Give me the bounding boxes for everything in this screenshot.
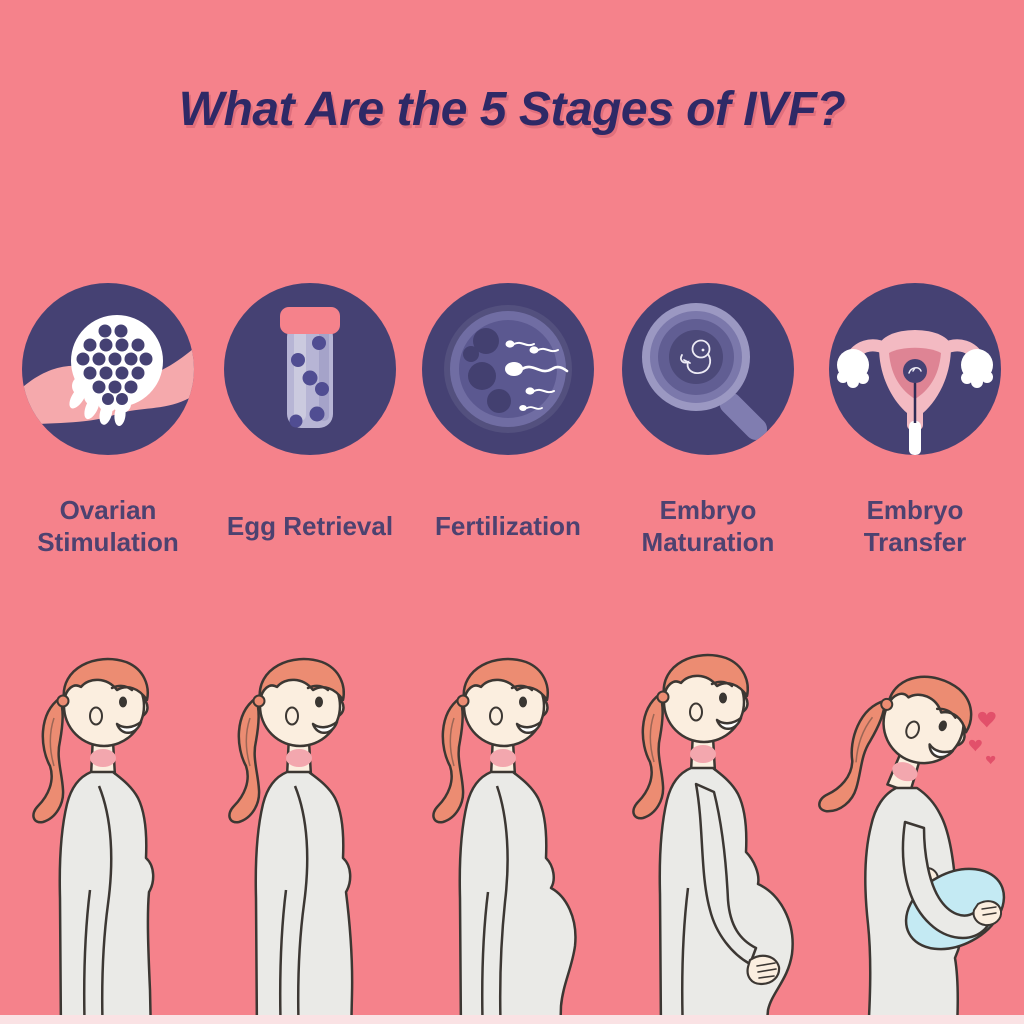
stage-embryo-transfer: Embryo Transfer bbox=[815, 283, 1015, 561]
pregnancy-figure-4 bbox=[600, 642, 810, 1024]
pregnancy-figure-2 bbox=[196, 646, 406, 1024]
hearts-decoration bbox=[969, 711, 996, 765]
mother-with-baby-figure bbox=[806, 660, 1016, 1024]
stage-embryo-maturation: Embryo Maturation bbox=[608, 283, 808, 561]
stage-label: Fertilization bbox=[435, 511, 581, 541]
bottom-strip bbox=[0, 1015, 1024, 1024]
stage-fertilization: Fertilization bbox=[408, 283, 608, 561]
stage-egg-retrieval: Egg Retrieval bbox=[210, 283, 410, 561]
ovarian-stimulation-icon bbox=[22, 283, 194, 455]
test-tube-icon bbox=[224, 283, 396, 455]
petri-dish-sperm-icon bbox=[422, 283, 594, 455]
magnifier-embryo-icon bbox=[622, 283, 794, 455]
stage-label: Ovarian Stimulation bbox=[37, 495, 179, 557]
page-title: What Are the 5 Stages of IVF? bbox=[178, 83, 846, 136]
stage-label: Embryo Maturation bbox=[641, 495, 775, 557]
pregnancy-figure-1 bbox=[0, 646, 210, 1024]
stage-label: Egg Retrieval bbox=[226, 511, 394, 541]
uterus-transfer-icon bbox=[829, 283, 1001, 455]
pregnancy-figure-3 bbox=[400, 646, 610, 1024]
stage-label: Embryo Transfer bbox=[863, 495, 967, 557]
stage-ovarian-stimulation: Ovarian Stimulation bbox=[8, 283, 208, 561]
